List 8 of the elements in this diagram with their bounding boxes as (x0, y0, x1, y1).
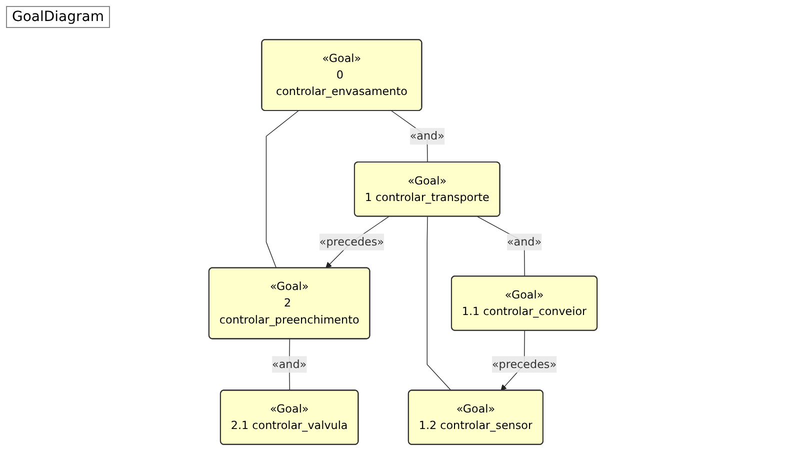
connector (266, 110, 299, 268)
edge-label: «precedes» (319, 235, 384, 248)
edge-label: «and» (410, 129, 444, 143)
connector (426, 216, 452, 391)
edge-label: «and» (272, 357, 307, 371)
edge-label: «and» (506, 235, 542, 248)
edge-label: «precedes» (492, 357, 557, 371)
diagram-title: GoalDiagram (6, 6, 110, 28)
